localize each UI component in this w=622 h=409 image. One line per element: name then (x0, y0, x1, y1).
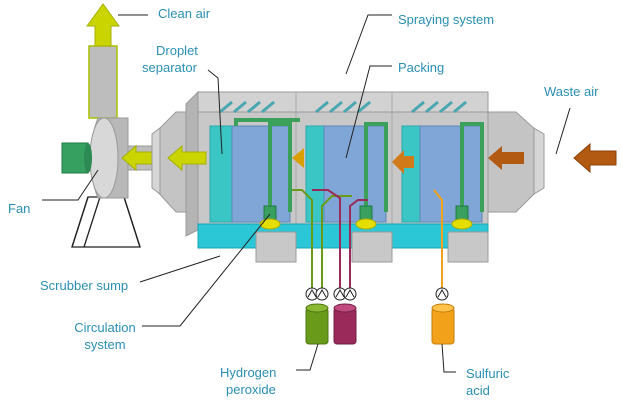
fan-housing (61, 117, 129, 199)
second-dosing-tank (333, 303, 357, 345)
sulfuric-acid-tank (431, 303, 455, 345)
fan-motor (61, 142, 89, 174)
packing-blocks (231, 125, 483, 223)
label-clean-air: Clean air (158, 6, 211, 21)
label-spraying-system: Spraying system (398, 12, 495, 27)
hydrogen-peroxide-tank (305, 303, 329, 345)
label-sulfuric-acid-line-1: Sulfuric (466, 366, 510, 381)
label-droplet-separator-line-1: Droplet (156, 43, 198, 58)
fan-stand (71, 196, 141, 248)
label-droplet-separator-line-2: separator (142, 60, 197, 75)
dosing-lines (292, 189, 443, 288)
label-scrubber-sump: Scrubber sump (40, 278, 129, 293)
sump-boxes (255, 231, 489, 263)
internal-arrow-waste-1 (392, 150, 414, 174)
spray-slats (219, 100, 467, 114)
clean-air-arrow (86, 3, 120, 47)
exhaust-stack (88, 45, 118, 119)
internal-arrow-mid (292, 148, 304, 168)
label-fan: Fan (8, 201, 31, 216)
leader-lines (42, 14, 571, 373)
label-hydrogen-peroxide-line-2: peroxide (226, 382, 276, 397)
circulation-pipes (234, 118, 484, 214)
label-circulation-system-line-2: system (84, 337, 126, 352)
label-hydrogen-peroxide-line-1: Hydrogen (220, 365, 277, 380)
label-waste-air: Waste air (544, 84, 599, 99)
label-sulfuric-acid-line-2: acid (466, 383, 490, 398)
internal-arrow-clean (167, 144, 207, 172)
label-packing: Packing (398, 60, 445, 75)
pump-heads (259, 205, 473, 230)
pump-symbols (305, 287, 449, 301)
waste-air-arrow (573, 142, 617, 174)
scrubber-sump (197, 223, 489, 249)
pump-arrows (307, 288, 447, 298)
label-circulation-system-line-1: Circulation (74, 320, 136, 335)
internal-arrow-waste-2 (488, 146, 524, 170)
